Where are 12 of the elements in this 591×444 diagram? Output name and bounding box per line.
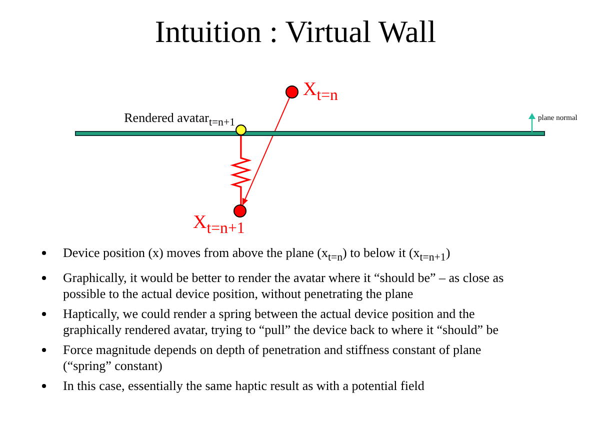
point-label: X$_{t=n}$	[303, 79, 338, 105]
plane-bar	[75, 131, 545, 136]
bullet-text: Haptically, we could render a spring between the actual device position and the graphically rendered avatar, trying to “pull” the device back to where it “should” be	[63, 306, 499, 337]
point-label: X$_{t=n+1}$	[193, 212, 245, 238]
point-label: Rendered avatar$_{t=n+1}$	[123, 110, 235, 129]
bullet-text: In this case, essentially the same haptic result as with a potential field	[63, 378, 424, 393]
bullet-text: Graphically, it would be better to render the avatar where it “should be” – as close as possible to the actual device position, without penetrating the plane	[63, 270, 504, 301]
slide-title: Intuition : Virtual Wall	[154, 14, 438, 50]
spring-line	[230, 135, 252, 205]
bullet-text: Force magnitude depends on depth of penetration and stiffness constant of plane (“spring” constant)	[63, 342, 482, 373]
bullet-text: Device position (x) moves from above the plane (x$_{t=n}$) to below it (x$_{t=n+1}$)	[63, 245, 450, 260]
arrow	[242, 97, 290, 206]
